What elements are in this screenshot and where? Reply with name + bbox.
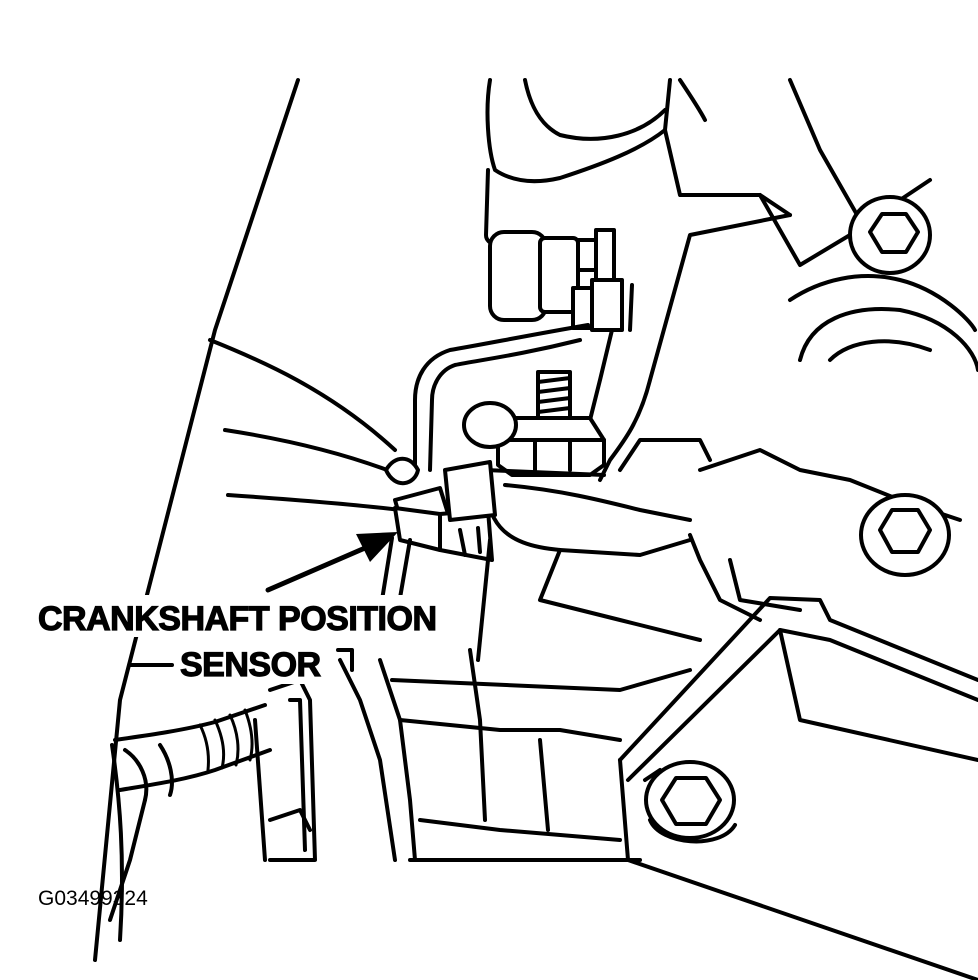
upper-casting [484, 78, 862, 246]
crankshaft-position-sensor [380, 456, 497, 602]
engine-casting-right [598, 178, 978, 622]
harness-connector-top [488, 228, 634, 422]
sensor-bracket [483, 468, 692, 557]
label-backing-2 [176, 642, 336, 684]
callout-arrow [265, 532, 398, 593]
bell-housing [338, 538, 702, 862]
bolt-lower-right [859, 493, 951, 577]
mounting-stud-nut [462, 370, 606, 477]
label-backing-1 [36, 595, 474, 637]
callout-label-line1: CRANKSHAFT POSITION [38, 600, 437, 638]
engine-outline-left [93, 78, 402, 962]
sensor-harness-wire [413, 323, 590, 472]
drive-shaft-boot [108, 703, 272, 942]
bolt-flange [644, 760, 737, 844]
figure-id: G03499324 [38, 887, 148, 910]
callout-leader-lines [128, 648, 354, 672]
callout-label-line2: SENSOR [180, 646, 321, 684]
